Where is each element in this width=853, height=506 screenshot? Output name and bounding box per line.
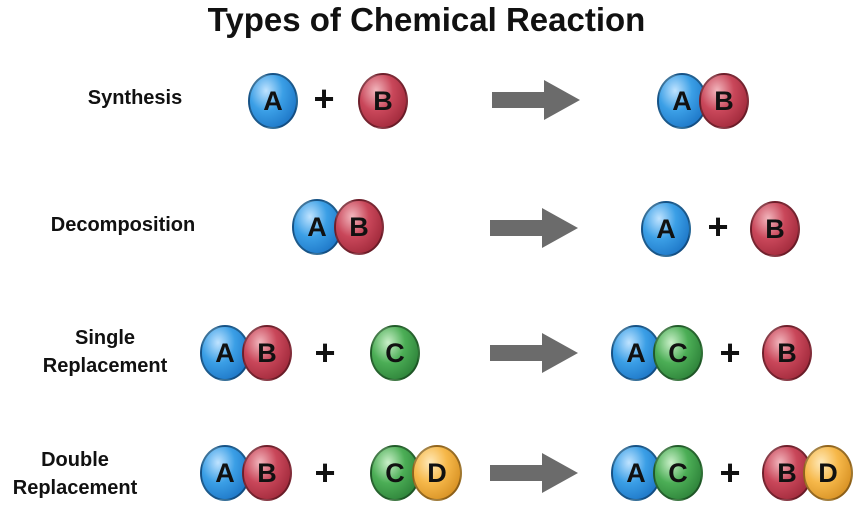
atom-b: B xyxy=(334,199,384,255)
reaction-label-line: Replacement xyxy=(12,477,138,499)
atom-b: B xyxy=(762,325,812,381)
atom-b: B xyxy=(358,73,408,129)
reaction-label-single-replacement: Single Replacement xyxy=(30,324,180,380)
atom-a: A xyxy=(248,73,298,129)
atom-b: B xyxy=(242,445,292,501)
atom-c: C xyxy=(653,445,703,501)
plus-sign: + xyxy=(719,332,741,373)
plus-sign: + xyxy=(314,332,336,373)
reaction-label-line: Replacement xyxy=(42,355,168,377)
arrow-icon xyxy=(490,208,578,248)
diagram-title: Types of Chemical Reaction xyxy=(207,1,646,38)
reaction-label-line: Decomposition xyxy=(50,214,196,236)
reaction-label-line: Single xyxy=(74,327,135,349)
arrow-icon xyxy=(490,333,578,373)
arrow-icon xyxy=(490,453,578,493)
atom-a: A xyxy=(200,445,250,501)
atom-d: D xyxy=(412,445,462,501)
atom-c: C xyxy=(370,325,420,381)
reaction-label-line: Synthesis xyxy=(87,87,183,109)
plus-sign: + xyxy=(314,452,336,493)
atom-b: B xyxy=(750,201,800,257)
plus-sign: + xyxy=(707,206,729,247)
atom-a: A xyxy=(292,199,342,255)
reaction-label-double-replacement: Double Replacement xyxy=(0,446,150,502)
atom-a: A xyxy=(200,325,250,381)
atom-a: A xyxy=(657,73,707,129)
atom-c: C xyxy=(653,325,703,381)
atom-b: B xyxy=(242,325,292,381)
atom-d: D xyxy=(803,445,853,501)
atom-a: A xyxy=(641,201,691,257)
atom-a: A xyxy=(611,445,661,501)
arrow-icon xyxy=(492,80,580,120)
reaction-label-line: Double xyxy=(41,449,109,471)
reaction-label-synthesis: Synthesis xyxy=(40,84,230,112)
plus-sign: + xyxy=(719,452,741,493)
plus-sign: + xyxy=(313,78,335,119)
reaction-label-decomposition: Decomposition xyxy=(18,211,228,239)
atom-b: B xyxy=(699,73,749,129)
